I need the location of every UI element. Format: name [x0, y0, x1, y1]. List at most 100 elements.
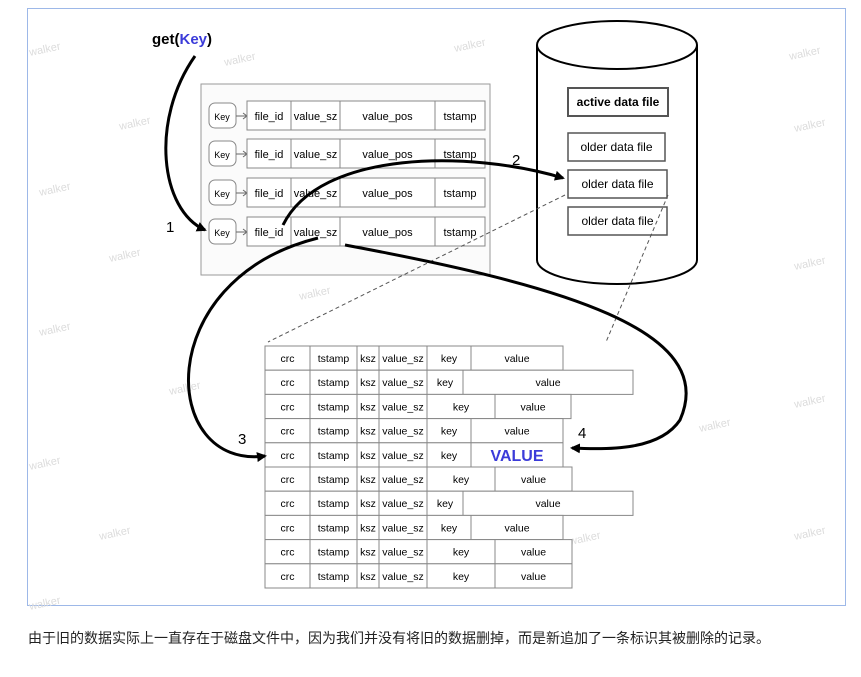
- data-cell-crc: crc: [281, 401, 295, 413]
- data-cell-ksz: ksz: [360, 522, 376, 534]
- dashed-projection-left: [267, 194, 566, 343]
- watermark-text: walker: [117, 115, 152, 134]
- data-file-row: crc tstamp ksz value_sz key value: [264, 466, 573, 492]
- watermark-text: walker: [222, 51, 257, 70]
- keydir-cell-file-id: file_id: [255, 188, 284, 200]
- keydir-cell-tstamp: tstamp: [443, 111, 476, 123]
- keydir-row: Key file_id value_sz value_pos tstamp: [208, 100, 486, 131]
- keydir-cell-value-pos: value_pos: [362, 188, 413, 200]
- data-cell-key: key: [441, 522, 458, 534]
- keydir-key: Key: [214, 150, 230, 160]
- older-data-file: older data file: [567, 132, 666, 162]
- data-cell-key: key: [441, 450, 458, 462]
- data-cell-key: key: [453, 547, 470, 559]
- data-cell-key: key: [441, 353, 458, 365]
- arrow-3: [186, 236, 319, 463]
- data-cell-crc: crc: [281, 474, 295, 486]
- step-label-1: 1: [166, 219, 174, 236]
- arrow-2: [281, 159, 565, 226]
- watermark-text: walker: [792, 393, 827, 412]
- keydir-cell-value-pos: value_pos: [362, 111, 413, 123]
- data-cell-crc: crc: [281, 498, 295, 510]
- watermark-text: walker: [697, 417, 732, 436]
- data-cell-ksz: ksz: [360, 571, 376, 583]
- older-data-file: older data file: [567, 206, 668, 236]
- data-cell-value: value: [521, 474, 546, 486]
- data-cell-value: value: [521, 571, 546, 583]
- data-cell-tstamp: tstamp: [318, 377, 350, 389]
- keydir-cell-tstamp: tstamp: [443, 188, 476, 200]
- data-cell-ksz: ksz: [360, 547, 376, 559]
- data-cell-key: key: [437, 377, 454, 389]
- data-cell-value-sz: value_sz: [382, 401, 423, 413]
- keydir-cell-file-id: file_id: [255, 111, 284, 123]
- data-cell-tstamp: tstamp: [318, 474, 350, 486]
- get-prefix: get(: [152, 31, 180, 48]
- data-cell-value: value: [504, 522, 529, 534]
- data-cell-tstamp: tstamp: [318, 401, 350, 413]
- watermark-text: walker: [787, 45, 822, 64]
- data-cell-value: value: [504, 353, 529, 365]
- data-cell-value: value: [535, 377, 560, 389]
- data-cell-key: key: [453, 571, 470, 583]
- data-cell-value-sz: value_sz: [382, 498, 423, 510]
- keydir-key: Key: [214, 112, 230, 122]
- value-highlight: VALUE: [490, 448, 543, 465]
- data-cell-tstamp: tstamp: [318, 426, 350, 438]
- data-cell-value-sz: value_sz: [382, 571, 423, 583]
- data-cell-ksz: ksz: [360, 353, 376, 365]
- watermark-text: walker: [107, 247, 142, 266]
- data-cell-tstamp: tstamp: [318, 571, 350, 583]
- data-cell-ksz: ksz: [360, 450, 376, 462]
- caption-text: 由于旧的数据实际上一直存在于磁盘文件中，因为我们并没有将旧的数据删掉，而是新追加…: [28, 631, 770, 647]
- data-cell-value-sz: value_sz: [382, 426, 423, 438]
- data-cell-key: key: [453, 474, 470, 486]
- data-file-row: crc tstamp ksz value_sz key VALUE: [264, 442, 564, 468]
- data-cell-value-sz: value_sz: [382, 474, 423, 486]
- step-label-4: 4: [578, 425, 586, 442]
- data-cell-key: key: [453, 401, 470, 413]
- data-cell-tstamp: tstamp: [318, 498, 350, 510]
- disk-file-label: older data file: [580, 140, 652, 154]
- data-cell-value: value: [535, 498, 560, 510]
- data-cell-tstamp: tstamp: [318, 450, 350, 462]
- get-key: Key: [180, 31, 208, 48]
- get-call: get(Key): [152, 31, 212, 48]
- data-cell-crc: crc: [281, 353, 295, 365]
- data-cell-ksz: ksz: [360, 377, 376, 389]
- data-cell-tstamp: tstamp: [318, 547, 350, 559]
- data-cell-ksz: ksz: [360, 474, 376, 486]
- data-cell-key: key: [441, 426, 458, 438]
- data-cell-value-sz: value_sz: [382, 450, 423, 462]
- watermark-text: walker: [792, 525, 827, 544]
- keydir-cell-value-sz: value_sz: [294, 111, 337, 123]
- watermark-text: walker: [27, 41, 62, 60]
- data-cell-value: value: [520, 401, 545, 413]
- watermark-text: walker: [297, 285, 332, 304]
- data-cell-value-sz: value_sz: [382, 377, 423, 389]
- keydir-cell-tstamp: tstamp: [443, 227, 476, 239]
- watermark-text: walker: [97, 525, 132, 544]
- watermark-text: walker: [37, 181, 72, 200]
- data-cell-crc: crc: [281, 450, 295, 462]
- arrow-1: [164, 55, 207, 232]
- data-cell-ksz: ksz: [360, 426, 376, 438]
- disk-file-label: older data file: [581, 214, 653, 228]
- keydir-cell-value-sz: value_sz: [294, 227, 337, 239]
- watermark-text: walker: [37, 321, 72, 340]
- data-cell-crc: crc: [281, 547, 295, 559]
